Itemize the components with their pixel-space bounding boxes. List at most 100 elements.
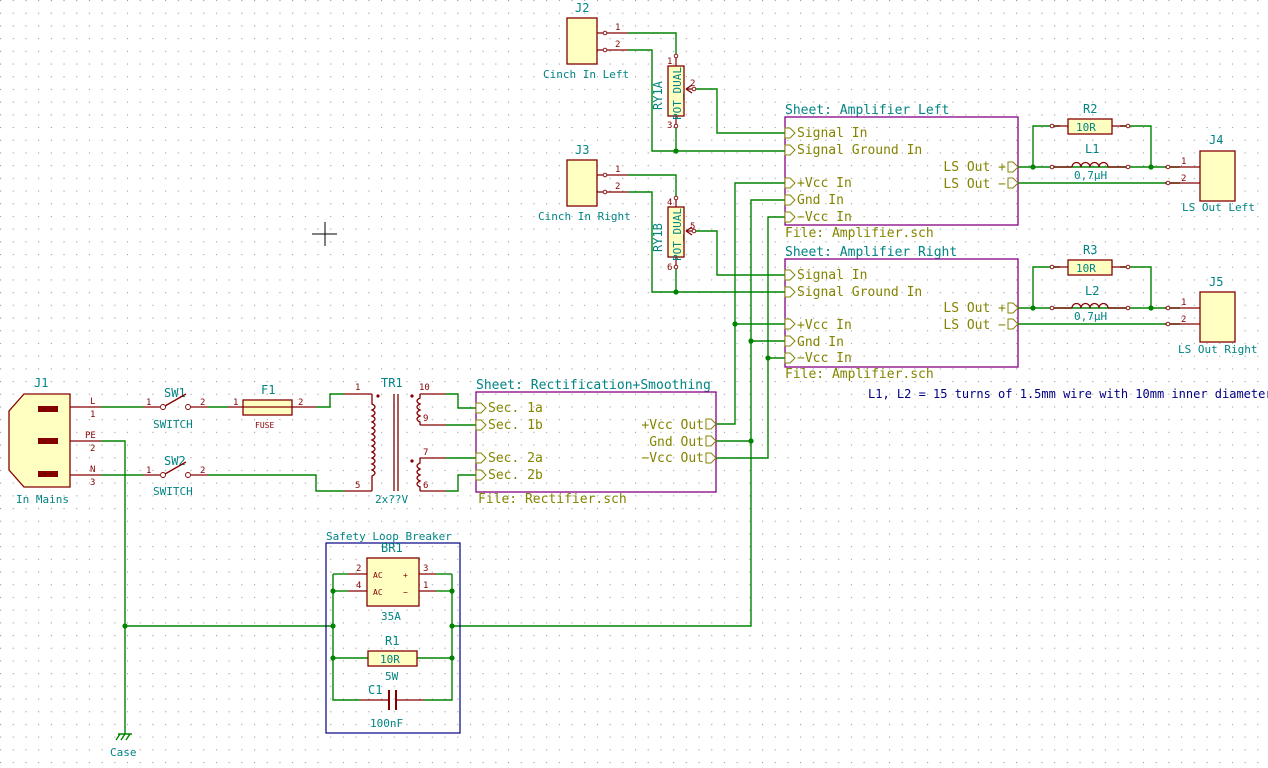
svg-text:5W: 5W	[385, 670, 399, 683]
connector-j5: J5 1 2 LS Out Right	[1165, 275, 1257, 356]
svg-text:6: 6	[423, 481, 428, 491]
junctions	[122, 148, 1154, 661]
svg-text:Gnd In: Gnd In	[797, 193, 844, 208]
resistor-r3: R3 10R	[1049, 243, 1131, 276]
svg-text:SWITCH: SWITCH	[153, 418, 193, 431]
svg-text:1: 1	[1181, 298, 1186, 308]
j1-ref: J1	[34, 376, 48, 390]
svg-text:Sec. 1a: Sec. 1a	[488, 401, 543, 416]
svg-text:2: 2	[200, 466, 205, 476]
svg-text:−: −	[403, 588, 408, 597]
connector-j2: J2 1 2 Cinch In Left	[543, 1, 629, 81]
svg-text:J5: J5	[1209, 275, 1223, 289]
svg-text:4: 4	[667, 198, 672, 208]
sheet-amplifier-right[interactable]: Sheet: Amplifier Right Signal In Signal …	[784, 245, 1019, 382]
svg-text:AC: AC	[373, 588, 383, 597]
svg-text:100nF: 100nF	[370, 717, 403, 730]
svg-text:2: 2	[298, 398, 303, 408]
svg-text:2: 2	[1181, 174, 1186, 184]
sheet-file: File: Amplifier.sch	[785, 226, 934, 241]
safety-loop-breaker: Safety Loop Breaker	[325, 530, 461, 734]
svg-text:L: L	[90, 397, 95, 407]
svg-text:BR1: BR1	[381, 541, 403, 555]
svg-text:Gnd Out: Gnd Out	[649, 435, 704, 450]
sheet-file: File: Amplifier.sch	[785, 367, 934, 382]
resistor-r1: R1 10R 5W	[367, 634, 418, 683]
capacitor-c1: C1 100nF	[360, 683, 424, 730]
svg-text:L2: L2	[1085, 284, 1099, 298]
svg-text:5: 5	[690, 222, 695, 232]
inductor-l1: L1 0,7μH	[1049, 142, 1131, 182]
svg-text:J2: J2	[575, 1, 589, 15]
connector-j4: J4 1 2 LS Out Left	[1165, 133, 1255, 214]
bridge-rectifier-br1: BR1 2 4 3 1 AC AC + − 35A	[348, 541, 436, 623]
svg-text:1: 1	[146, 398, 151, 408]
svg-text:9: 9	[423, 414, 428, 424]
svg-text:PE: PE	[85, 431, 96, 441]
svg-text:1: 1	[423, 581, 428, 591]
switch-sw2: SW2 1 2 SWITCH	[143, 454, 208, 498]
svg-text:LS Out +: LS Out +	[943, 301, 1006, 316]
sheet-title: Sheet: Amplifier Left	[785, 103, 949, 118]
svg-text:L1: L1	[1085, 142, 1099, 156]
svg-text:LS Out Left: LS Out Left	[1182, 201, 1255, 214]
svg-text:RY1A: RY1A	[651, 80, 665, 110]
svg-text:35A: 35A	[381, 610, 401, 623]
svg-text:1: 1	[233, 398, 238, 408]
sheet-rectification[interactable]: Sheet: Rectification+Smoothing Sec. 1a S…	[475, 378, 717, 507]
sheet-amplifier-left[interactable]: Sheet: Amplifier Left Signal In Signal G…	[784, 103, 1019, 241]
wires	[101, 32, 1180, 734]
group-label: Safety Loop Breaker	[326, 530, 452, 543]
svg-text:J4: J4	[1209, 133, 1223, 147]
svg-text:Sec. 2b: Sec. 2b	[488, 468, 543, 483]
svg-text:10R: 10R	[1076, 121, 1096, 134]
svg-text:Signal Ground In: Signal Ground In	[797, 143, 922, 158]
svg-text:1: 1	[667, 57, 672, 67]
svg-text:TR1: TR1	[381, 376, 403, 390]
svg-text:2: 2	[615, 182, 620, 192]
svg-text:RY1B: RY1B	[651, 223, 665, 252]
svg-text:+Vcc In: +Vcc In	[797, 176, 852, 191]
svg-text:LS Out +: LS Out +	[943, 160, 1006, 175]
svg-text:Cinch In Left: Cinch In Left	[543, 68, 629, 81]
svg-text:2x??V: 2x??V	[375, 493, 408, 506]
svg-text:1: 1	[615, 23, 620, 33]
svg-text:Signal Ground In: Signal Ground In	[797, 285, 922, 300]
svg-text:6: 6	[667, 263, 672, 273]
svg-text:SWITCH: SWITCH	[153, 485, 193, 498]
connector-j3: J3 1 2 Cinch In Right	[538, 143, 631, 223]
svg-text:LS Out Right: LS Out Right	[1178, 343, 1257, 356]
svg-text:J3: J3	[575, 143, 589, 157]
svg-text:2: 2	[200, 398, 205, 408]
svg-text:−Vcc In: −Vcc In	[797, 351, 852, 366]
svg-text:SW2: SW2	[164, 454, 186, 468]
svg-text:Sec. 2a: Sec. 2a	[488, 451, 543, 466]
j1-value: In Mains	[16, 493, 69, 506]
svg-text:2: 2	[690, 79, 695, 89]
svg-text:AC: AC	[373, 571, 383, 580]
svg-text:3: 3	[90, 478, 95, 488]
svg-text:Signal In: Signal In	[797, 268, 867, 283]
svg-text:R2: R2	[1083, 102, 1097, 116]
svg-text:R3: R3	[1083, 243, 1097, 257]
svg-text:3: 3	[423, 564, 428, 574]
sheet-file: File: Rectifier.sch	[478, 492, 627, 507]
svg-text:LS Out −: LS Out −	[943, 318, 1006, 333]
svg-text:+: +	[403, 571, 408, 580]
svg-text:POT_DUAL: POT_DUAL	[671, 208, 684, 261]
svg-text:FUSE: FUSE	[255, 421, 274, 430]
svg-text:1: 1	[90, 410, 95, 420]
svg-text:3: 3	[667, 121, 672, 131]
case-label: Case	[110, 746, 137, 759]
switch-sw1: SW1 1 2 SWITCH	[143, 386, 208, 431]
svg-text:−Vcc In: −Vcc In	[797, 210, 852, 225]
sheet-title: Sheet: Amplifier Right	[785, 245, 957, 260]
resistor-r2: R2 10R	[1049, 102, 1131, 135]
svg-text:10R: 10R	[380, 653, 400, 666]
svg-text:−Vcc Out: −Vcc Out	[641, 451, 704, 466]
svg-text:10R: 10R	[1076, 262, 1096, 275]
svg-text:1: 1	[1181, 157, 1186, 167]
svg-text:+Vcc In: +Vcc In	[797, 318, 852, 333]
